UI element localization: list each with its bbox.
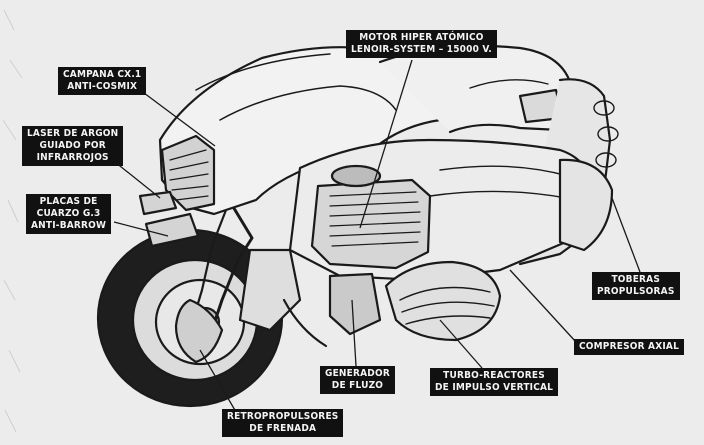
label-laser: LASER DE ARGON GUIADO POR INFRARROJOS [22,126,124,166]
leader-generador [351,299,357,367]
label-turbo: TURBO-REACTORES DE IMPULSO VERTICAL [430,368,559,396]
leader-retro [199,349,237,413]
paper-texture [2,9,23,433]
leader-compresor [509,269,577,343]
motorcycle-body [96,44,619,408]
turbo-reactor-pod [384,260,502,342]
label-campana: CAMPANA CX.1 ANTI-COSMIX [58,67,147,95]
leader-toberas [611,197,641,273]
label-toberas: TOBERAS PROPULSORAS [592,272,680,300]
quartz-plates [144,212,200,248]
argon-laser [138,190,178,216]
headlight-grille [160,134,216,212]
flux-generator [328,272,382,336]
leader-placas [113,221,169,237]
label-motor: MOTOR HIPER ATÓMICO LENOIR-SYSTEM – 1500… [346,30,497,58]
label-retro: RETROPROPULSORES DE FRENADA [222,409,344,437]
label-compresor: COMPRESOR AXIAL [574,339,684,355]
leader-turbo [439,319,483,369]
leader-campana [139,89,216,147]
leader-lines [109,59,641,413]
label-generador: GENERADOR DE FLUZO [320,366,395,394]
label-placas: PLACAS DE CUARZO G.3 ANTI-BARROW [26,194,112,234]
leader-motor [359,59,413,229]
propulsion-nozzles [558,158,614,252]
